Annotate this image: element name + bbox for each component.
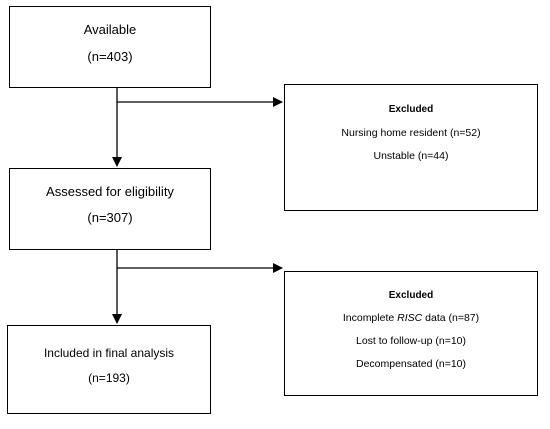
excluded-first-box: Excluded Nursing home resident (n=52) Un… (284, 84, 538, 211)
available-label: Available (83, 22, 137, 37)
excluded-first-item-unstable: Unstable (n=44) (373, 150, 449, 162)
excluded-second-heading: Excluded (388, 290, 434, 301)
incomplete-suffix: data (n=87) (422, 312, 480, 324)
assessed-label: Assessed for eligibility (46, 184, 174, 199)
excluded-first-item-nursing-home: Nursing home resident (n=52) (341, 127, 481, 139)
excluded-second-item-decompensated: Decompensated (n=10) (355, 358, 467, 370)
risc-emphasis: RISC (397, 312, 423, 324)
incomplete-prefix: Incomplete (342, 312, 398, 324)
included-box: Included in final analysis (n=193) (7, 325, 211, 414)
available-box: Available (n=403) (9, 6, 211, 88)
included-count: (n=193) (88, 371, 130, 385)
excluded-second-item-incomplete-risc: Incomplete RISC data (n=87) (285, 312, 537, 324)
excluded-second-box: Excluded Incomplete RISC data (n=87) Los… (284, 271, 538, 396)
included-label: Included in final analysis (43, 346, 175, 360)
assessed-box: Assessed for eligibility (n=307) (9, 168, 211, 250)
excluded-first-heading: Excluded (388, 104, 434, 115)
excluded-second-item-lost-to-follow-up: Lost to follow-up (n=10) (355, 335, 467, 347)
available-count: (n=403) (87, 49, 133, 64)
assessed-count: (n=307) (87, 210, 133, 225)
